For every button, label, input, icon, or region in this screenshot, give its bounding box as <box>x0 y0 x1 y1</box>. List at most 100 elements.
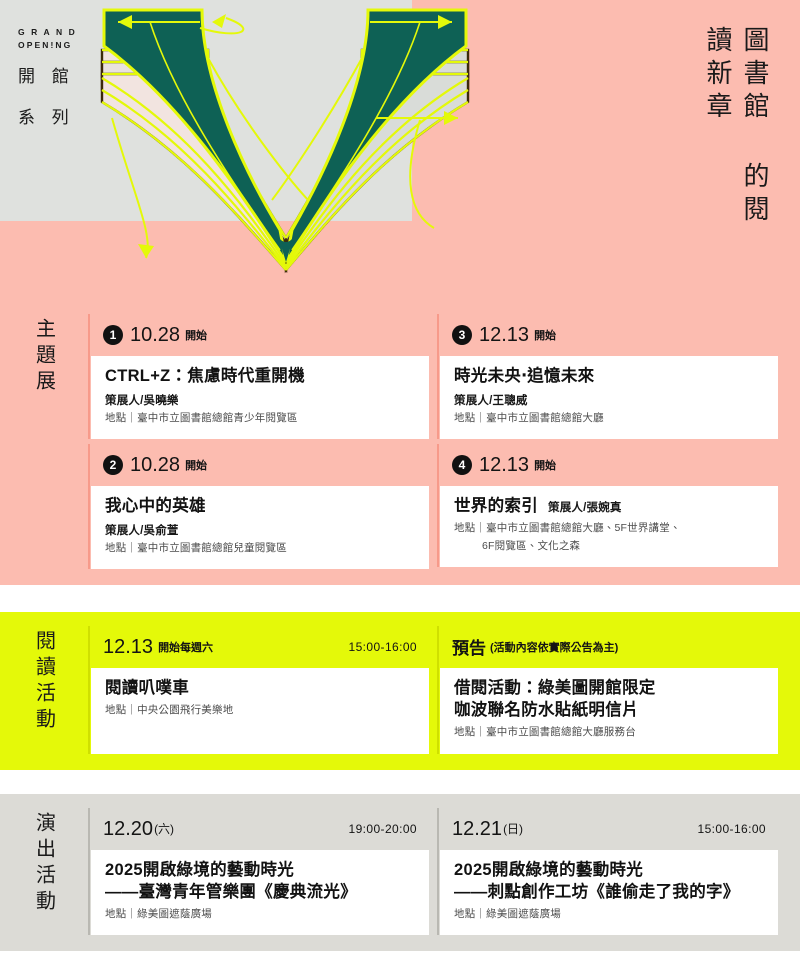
card-title-line2: ——刺點創作工坊《誰偷走了我的字》 <box>454 882 740 901</box>
section-gap <box>0 584 800 612</box>
section-label-text: 主題展 <box>32 318 55 396</box>
card-header: 3 12.13 開始 <box>440 314 778 356</box>
section-theme-exhibition: 主題展 1 10.28 開始 CTRL+Z：焦慮時代重開機 策展人/吳曉樂 地點… <box>0 300 800 585</box>
card-body: 我心中的英雄 策展人/吳俞萱 地點｜臺中市立圖書館總館兒童閱覽區 <box>91 485 429 569</box>
card-date-note: 開始 <box>185 330 208 342</box>
card-date-note: 開始 <box>534 330 557 342</box>
section-reading-activity: 閱讀活動 12.13 開始每週六 15:00-16:00 閱讀叭噗車 地點｜中央… <box>0 611 800 770</box>
card-time: 15:00-16:00 <box>348 639 417 654</box>
section-gap <box>0 769 800 794</box>
card-place: 地點｜臺中市立圖書館總館大廳 <box>454 411 604 424</box>
theme-column-left: 1 10.28 開始 CTRL+Z：焦慮時代重開機 策展人/吳曉樂 地點｜臺中市… <box>88 314 429 569</box>
exhibition-card[interactable]: 3 12.13 開始 時光未央‧追憶未來 策展人/王聰威 地點｜臺中市立圖書館總… <box>437 314 778 439</box>
exhibition-card[interactable]: 4 12.13 開始 世界的索引 策展人/張婉真 地點｜臺中市立圖書館總館大廳、… <box>437 443 778 568</box>
card-number-badge: 3 <box>452 325 472 345</box>
column-divider <box>429 314 437 569</box>
card-place: 地點｜臺中市立圖書館總館大廳服務台 <box>454 725 636 738</box>
card-number-badge: 1 <box>103 325 123 345</box>
card-header: 4 12.13 開始 <box>440 444 778 486</box>
card-header: 12.21 (日) 15:00-16:00 <box>440 808 778 850</box>
card-title-line2: ——臺灣青年管樂團《慶典流光》 <box>105 882 357 901</box>
card-place-line2: 6F閱覽區、文化之森 <box>482 539 581 552</box>
grand-opening-line2: OPEN!NG <box>18 40 73 50</box>
card-curator: 策展人/吳俞萱 <box>105 524 179 537</box>
card-body: 2025開啟綠境的藝動時光 ——臺灣青年管樂團《慶典流光》 地點｜綠美圖遮蔭廣場 <box>91 849 429 935</box>
card-date: 10.28 <box>130 324 181 346</box>
card-announcement-label: 預告 <box>452 639 486 659</box>
card-date-note: 開始 <box>534 459 557 472</box>
reading-column-left: 12.13 開始每週六 15:00-16:00 閱讀叭噗車 地點｜中央公園飛行美… <box>88 625 429 754</box>
card-title: 2025開啟綠境的藝動時光 <box>105 860 295 879</box>
card-header: 12.13 開始每週六 15:00-16:00 <box>91 626 429 668</box>
card-date: 12.13 <box>479 453 530 476</box>
section-label-performance-activity: 演出活動 <box>0 794 88 951</box>
grand-opening-zh-line2: 系 列 <box>18 108 75 127</box>
card-date: 12.21 <box>452 817 503 840</box>
section-performance-activity: 演出活動 12.20 (六) 19:00-20:00 2025開啟綠境的藝動時光… <box>0 793 800 951</box>
card-header: 預告 (活動內容依實際公告為主) <box>440 626 778 668</box>
section-label-reading-activity: 閱讀活動 <box>0 612 88 770</box>
grand-opening-line1: G R A N D <box>18 27 77 37</box>
card-title: 我心中的英雄 <box>105 496 206 515</box>
card-place: 地點｜綠美圖遮蔭廣場 <box>105 907 212 920</box>
card-date: 10.28 <box>130 453 181 476</box>
exhibition-card[interactable]: 1 10.28 開始 CTRL+Z：焦慮時代重開機 策展人/吳曉樂 地點｜臺中市… <box>88 314 429 439</box>
section-label-text: 演出活動 <box>32 811 55 916</box>
grand-opening-block: G R A N D OPEN!NG 開 館 系 列 <box>18 26 96 134</box>
poster-vertical-title: 圖書館 的閱讀新章 <box>703 26 770 228</box>
card-weekday: (日) <box>503 822 524 837</box>
performance-card[interactable]: 12.20 (六) 19:00-20:00 2025開啟綠境的藝動時光 ——臺灣… <box>88 807 429 935</box>
card-date: 12.20 <box>103 817 154 840</box>
performance-column-left: 12.20 (六) 19:00-20:00 2025開啟綠境的藝動時光 ——臺灣… <box>88 807 429 935</box>
card-place: 地點｜綠美圖遮蔭廣場 <box>454 907 561 920</box>
hero-banner: G R A N D OPEN!NG 開 館 系 列 圖書館 的閱讀新章 <box>0 0 800 300</box>
card-place: 地點｜臺中市立圖書館總館兒童閱覽區 <box>105 541 287 554</box>
card-body: CTRL+Z：焦慮時代重開機 策展人/吳曉樂 地點｜臺中市立圖書館總館青少年閱覽… <box>91 356 429 439</box>
card-body: 時光未央‧追憶未來 策展人/王聰威 地點｜臺中市立圖書館總館大廳 <box>440 356 778 439</box>
card-title: CTRL+Z：焦慮時代重開機 <box>105 367 305 385</box>
card-body: 2025開啟綠境的藝動時光 ——刺點創作工坊《誰偷走了我的字》 地點｜綠美圖遮蔭… <box>440 849 778 935</box>
performance-card[interactable]: 12.21 (日) 15:00-16:00 2025開啟綠境的藝動時光 ——刺點… <box>437 807 778 935</box>
card-curator: 策展人/張婉真 <box>548 501 622 514</box>
card-title: 2025開啟綠境的藝動時光 <box>454 860 644 879</box>
card-date-note: 開始每週六 <box>158 641 214 654</box>
card-title: 借閱活動：綠美圖開館限定 <box>454 678 656 697</box>
card-date: 12.13 <box>103 635 154 658</box>
card-title: 閱讀叭噗車 <box>105 678 189 697</box>
page-bottom-gap <box>0 950 800 957</box>
exhibition-card[interactable]: 2 10.28 開始 我心中的英雄 策展人/吳俞萱 地點｜臺中市立圖書館總館兒童… <box>88 443 429 569</box>
card-header: 12.20 (六) 19:00-20:00 <box>91 808 429 850</box>
card-title-line2: 咖波聯名防水貼紙明信片 <box>454 700 639 719</box>
section-label-text: 閱讀活動 <box>32 629 55 734</box>
card-body: 借閱活動：綠美圖開館限定 咖波聯名防水貼紙明信片 地點｜臺中市立圖書館總館大廳服… <box>440 667 778 754</box>
card-number-badge: 4 <box>452 454 472 475</box>
card-weekday: (六) <box>154 822 175 837</box>
performance-column-right: 12.21 (日) 15:00-16:00 2025開啟綠境的藝動時光 ——刺點… <box>437 807 778 935</box>
card-time: 15:00-16:00 <box>697 821 766 836</box>
grand-opening-zh-line1: 開 館 <box>18 67 75 86</box>
card-announcement-note: (活動內容依實際公告為主) <box>490 641 619 654</box>
section-label-theme-exhibition: 主題展 <box>0 300 88 585</box>
card-date: 12.13 <box>479 324 530 346</box>
card-body: 世界的索引 策展人/張婉真 地點｜臺中市立圖書館總館大廳、5F世界講堂、 6F閱… <box>440 485 778 568</box>
card-number-badge: 2 <box>103 454 123 475</box>
column-divider <box>429 626 437 754</box>
card-curator: 策展人/吳曉樂 <box>105 394 179 407</box>
card-header: 2 10.28 開始 <box>91 444 429 486</box>
card-time: 19:00-20:00 <box>348 821 417 836</box>
card-body: 閱讀叭噗車 地點｜中央公園飛行美樂地 <box>91 667 429 754</box>
card-curator: 策展人/王聰威 <box>454 394 528 407</box>
reading-card[interactable]: 12.13 開始每週六 15:00-16:00 閱讀叭噗車 地點｜中央公園飛行美… <box>88 625 429 754</box>
card-title: 世界的索引 <box>454 496 538 515</box>
reading-card[interactable]: 預告 (活動內容依實際公告為主) 借閱活動：綠美圖開館限定 咖波聯名防水貼紙明信… <box>437 625 778 754</box>
open-book-illustration <box>90 0 480 280</box>
theme-column-right: 3 12.13 開始 時光未央‧追憶未來 策展人/王聰威 地點｜臺中市立圖書館總… <box>437 314 778 569</box>
card-place: 地點｜臺中市立圖書館總館青少年閱覽區 <box>105 411 298 424</box>
card-place: 地點｜中央公園飛行美樂地 <box>105 703 234 716</box>
card-title: 時光未央‧追憶未來 <box>454 367 595 385</box>
card-header: 1 10.28 開始 <box>91 314 429 356</box>
card-place: 地點｜臺中市立圖書館總館大廳、5F世界講堂、 <box>454 521 681 534</box>
reading-column-right: 預告 (活動內容依實際公告為主) 借閱活動：綠美圖開館限定 咖波聯名防水貼紙明信… <box>437 625 778 754</box>
column-divider <box>429 808 437 935</box>
